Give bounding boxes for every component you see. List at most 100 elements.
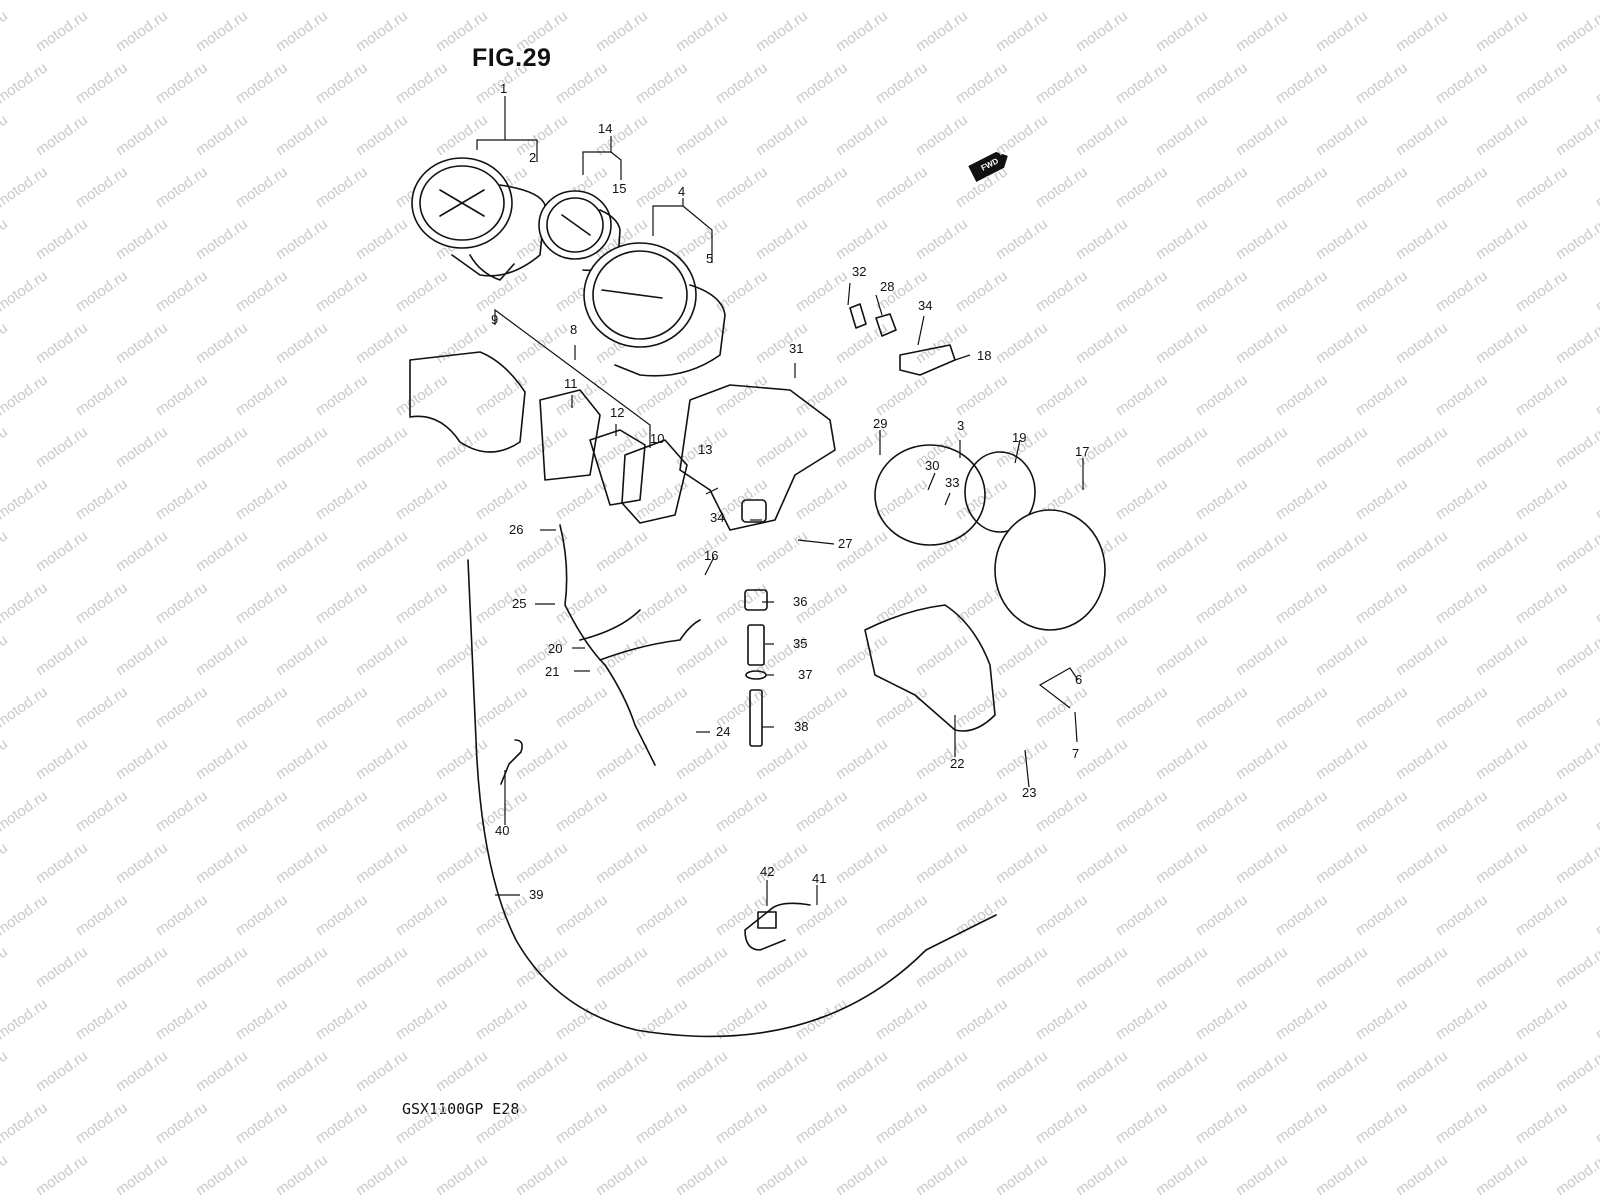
watermark-text: motod.ru bbox=[1473, 735, 1531, 783]
watermark-text: motod.ru bbox=[33, 423, 91, 471]
watermark-text: motod.ru bbox=[1073, 111, 1131, 159]
watermark-text: motod.ru bbox=[313, 371, 371, 419]
watermark-text: motod.ru bbox=[0, 787, 51, 835]
watermark-text: motod.ru bbox=[473, 1099, 531, 1147]
watermark-text: motod.ru bbox=[1353, 683, 1411, 731]
watermark-text: motod.ru bbox=[1553, 1151, 1600, 1199]
watermark-text: motod.ru bbox=[513, 1047, 571, 1095]
watermark-text: motod.ru bbox=[793, 267, 851, 315]
headlight-lens-part bbox=[994, 509, 1106, 631]
callout-25: 25 bbox=[512, 596, 526, 611]
watermark-text: motod.ru bbox=[153, 0, 211, 3]
watermark-text: motod.ru bbox=[1393, 111, 1451, 159]
watermark-text: motod.ru bbox=[353, 527, 411, 575]
watermark-text: motod.ru bbox=[1193, 891, 1251, 939]
watermark-text: motod.ru bbox=[993, 631, 1051, 679]
cushion-28-part bbox=[875, 313, 897, 337]
watermark-text: motod.ru bbox=[593, 735, 651, 783]
watermark-text: motod.ru bbox=[1113, 787, 1171, 835]
gauge-part bbox=[583, 242, 726, 377]
watermark-text: motod.ru bbox=[633, 1099, 691, 1147]
watermark-text: motod.ru bbox=[1313, 839, 1371, 887]
watermark-text: motod.ru bbox=[793, 0, 851, 3]
watermark-text: motod.ru bbox=[113, 1047, 171, 1095]
watermark-text: motod.ru bbox=[313, 995, 371, 1043]
watermark-text: motod.ru bbox=[393, 995, 451, 1043]
watermark-text: motod.ru bbox=[553, 579, 611, 627]
watermark-text: motod.ru bbox=[0, 1151, 11, 1199]
watermark-text: motod.ru bbox=[353, 943, 411, 991]
watermark-text: motod.ru bbox=[793, 995, 851, 1043]
watermark-text: motod.ru bbox=[673, 215, 731, 263]
watermark-text: motod.ru bbox=[1433, 475, 1491, 523]
watermark-text: motod.ru bbox=[433, 111, 491, 159]
watermark-text: motod.ru bbox=[1393, 527, 1451, 575]
watermark-text: motod.ru bbox=[313, 267, 371, 315]
watermark-text: motod.ru bbox=[1593, 163, 1600, 211]
watermark-text: motod.ru bbox=[273, 215, 331, 263]
callout-5: 5 bbox=[706, 251, 713, 266]
watermark-text: motod.ru bbox=[1513, 267, 1571, 315]
watermark-text: motod.ru bbox=[513, 7, 571, 55]
callout-24: 24 bbox=[716, 724, 730, 739]
watermark-text: motod.ru bbox=[393, 579, 451, 627]
leader-lines bbox=[476, 96, 1084, 906]
watermark-text: motod.ru bbox=[1193, 787, 1251, 835]
watermark-text: motod.ru bbox=[1393, 7, 1451, 55]
watermark-text: motod.ru bbox=[1113, 891, 1171, 939]
callout-labels: 1 2 3 4 5 6 7 8 9 10 11 12 13 14 15 16 1… bbox=[491, 81, 1089, 902]
watermark-text: motod.ru bbox=[993, 735, 1051, 783]
watermark-text: motod.ru bbox=[953, 163, 1011, 211]
watermark-text: motod.ru bbox=[1393, 735, 1451, 783]
watermark-text: motod.ru bbox=[593, 1047, 651, 1095]
watermark-text: motod.ru bbox=[393, 59, 451, 107]
watermark-text: motod.ru bbox=[473, 371, 531, 419]
watermark-text: motod.ru bbox=[473, 475, 531, 523]
watermark-text: motod.ru bbox=[1233, 1151, 1291, 1199]
watermark-text: motod.ru bbox=[353, 631, 411, 679]
watermark-text: motod.ru bbox=[353, 111, 411, 159]
watermark-text: motod.ru bbox=[673, 111, 731, 159]
watermark-text: motod.ru bbox=[633, 0, 691, 3]
watermark-text: motod.ru bbox=[393, 0, 451, 3]
callout-3: 3 bbox=[957, 418, 964, 433]
watermark-text: motod.ru bbox=[233, 995, 291, 1043]
watermark-text: motod.ru bbox=[1553, 423, 1600, 471]
watermark-text: motod.ru bbox=[993, 1151, 1051, 1199]
watermark-text: motod.ru bbox=[153, 995, 211, 1043]
callout-22: 22 bbox=[950, 756, 964, 771]
indicator-lens-part bbox=[621, 439, 688, 524]
watermark-text: motod.ru bbox=[833, 7, 891, 55]
watermark-text: motod.ru bbox=[593, 1151, 651, 1199]
watermark-text: motod.ru bbox=[1353, 787, 1411, 835]
watermark-text: motod.ru bbox=[1513, 579, 1571, 627]
watermark-text: motod.ru bbox=[273, 1047, 331, 1095]
watermark-text: motod.ru bbox=[1313, 111, 1371, 159]
watermark-text: motod.ru bbox=[233, 891, 291, 939]
watermark-text: motod.ru bbox=[353, 735, 411, 783]
watermark-text: motod.ru bbox=[1593, 475, 1600, 523]
watermark-text: motod.ru bbox=[993, 943, 1051, 991]
callout-30: 30 bbox=[925, 458, 939, 473]
watermark-text: motod.ru bbox=[433, 319, 491, 367]
watermark-text: motod.ru bbox=[0, 0, 51, 3]
watermark-text: motod.ru bbox=[913, 1151, 971, 1199]
watermark-text: motod.ru bbox=[1513, 59, 1571, 107]
watermark-text: motod.ru bbox=[73, 891, 131, 939]
watermark-text: motod.ru bbox=[1313, 527, 1371, 575]
watermark-text: motod.ru bbox=[953, 683, 1011, 731]
watermark-text: motod.ru bbox=[233, 787, 291, 835]
watermark-text: motod.ru bbox=[1433, 59, 1491, 107]
meter-bracket-part bbox=[679, 384, 836, 531]
watermark-text: motod.ru bbox=[953, 475, 1011, 523]
watermark-text: motod.ru bbox=[1233, 319, 1291, 367]
watermark-text: motod.ru bbox=[393, 475, 451, 523]
watermark-text: motod.ru bbox=[273, 111, 331, 159]
watermark-text: motod.ru bbox=[1593, 59, 1600, 107]
watermark-text: motod.ru bbox=[273, 1151, 331, 1199]
watermark-text: motod.ru bbox=[353, 7, 411, 55]
watermark-text: motod.ru bbox=[1553, 7, 1600, 55]
callout-15: 15 bbox=[612, 181, 626, 196]
watermark-text: motod.ru bbox=[1353, 995, 1411, 1043]
watermark-text: motod.ru bbox=[1513, 163, 1571, 211]
